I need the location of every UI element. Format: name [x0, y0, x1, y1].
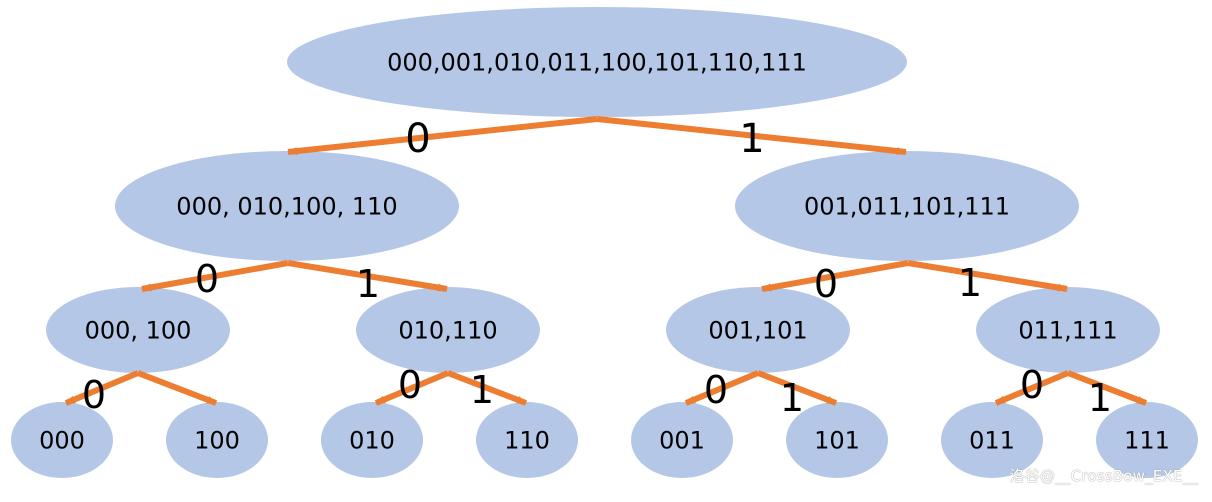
- edge-arrow-l2-a-to-leaf-000: [64, 370, 140, 406]
- edge-label-l2-b-to-leaf-110: 1: [470, 368, 494, 412]
- edge-label-l2-d-to-leaf-111: 1: [1088, 376, 1112, 420]
- node-label: 111: [1124, 427, 1170, 455]
- node-label: 011: [969, 427, 1015, 455]
- tree-node-leaf-110: 110: [476, 402, 578, 478]
- node-ellipse: [476, 402, 578, 478]
- edge-label-l1-left-to-l2-b: 1: [356, 262, 380, 306]
- node-label: 101: [814, 427, 860, 455]
- node-ellipse: [287, 7, 907, 117]
- node-label: 000, 010,100, 110: [176, 193, 397, 221]
- node-ellipse: [321, 402, 423, 478]
- nodes-layer: 000,001,010,011,100,101,110,111 000, 010,…: [11, 7, 1198, 478]
- node-ellipse: [735, 151, 1079, 261]
- node-label: 000,001,010,011,100,101,110,111: [387, 49, 807, 77]
- edge-label-l2-b-to-leaf-010: 0: [398, 363, 422, 407]
- node-ellipse: [976, 287, 1160, 373]
- edge-label-l1-right-to-l2-d: 1: [958, 261, 982, 305]
- edge-label-l1-right-to-l2-c: 0: [814, 262, 838, 306]
- edge-arrow-l1-left-to-l2-a: [141, 260, 289, 292]
- node-label: 010,110: [398, 317, 497, 345]
- edge-arrow-l2-d-to-leaf-111: [1066, 370, 1148, 406]
- edges-layer: [64, 116, 1148, 406]
- edge-arrow-l2-c-to-leaf-101: [756, 370, 838, 406]
- node-label: 001,101: [708, 317, 807, 345]
- node-ellipse: [941, 402, 1043, 478]
- edge-label-l2-a-to-leaf-000: 0: [82, 373, 106, 417]
- edge-arrow-l1-right-to-l2-c: [761, 260, 909, 292]
- edge-arrow-l1-left-to-l2-b: [287, 260, 448, 292]
- tree-node-l1-right: 001,011,101,111: [735, 151, 1079, 261]
- tree-node-l1-left: 000, 010,100, 110: [115, 151, 459, 261]
- tree-node-leaf-000: 000: [11, 402, 113, 478]
- node-ellipse: [166, 402, 268, 478]
- node-ellipse: [1096, 402, 1198, 478]
- edge-label-root-to-l1-left: 0: [405, 116, 430, 162]
- edge-arrow-l2-b-to-leaf-010: [374, 370, 450, 406]
- node-ellipse: [11, 402, 113, 478]
- tree-node-l2-b: 010,110: [356, 287, 540, 373]
- node-ellipse: [115, 151, 459, 261]
- node-label: 000, 100: [85, 317, 192, 345]
- node-label: 010: [349, 427, 395, 455]
- node-ellipse: [46, 287, 230, 373]
- node-label: 001,011,101,111: [804, 193, 1010, 221]
- tree-node-leaf-101: 101: [786, 402, 888, 478]
- edge-label-l1-left-to-l2-a: 0: [195, 257, 219, 301]
- edge-arrow-l1-right-to-l2-d: [907, 260, 1068, 292]
- edge-arrow-l2-b-to-leaf-110: [446, 370, 528, 406]
- node-label: 110: [504, 427, 550, 455]
- edge-label-l2-c-to-leaf-101: 1: [780, 376, 804, 420]
- node-ellipse: [786, 402, 888, 478]
- node-label: 001: [659, 427, 705, 455]
- edge-arrow-l2-a-to-leaf-100: [136, 370, 218, 406]
- tree-node-leaf-001: 001: [631, 402, 733, 478]
- edge-arrow-root-to-l1-left: [287, 116, 598, 156]
- tree-node-root: 000,001,010,011,100,101,110,111: [287, 7, 907, 117]
- edge-label-root-to-l1-right: 1: [739, 116, 764, 162]
- tree-node-leaf-111: 111: [1096, 402, 1198, 478]
- node-label: 011,111: [1018, 317, 1117, 345]
- node-ellipse: [631, 402, 733, 478]
- tree-node-leaf-011: 011: [941, 402, 1043, 478]
- edge-arrow-root-to-l1-right: [596, 116, 907, 156]
- tree-node-l2-c: 001,101: [666, 287, 850, 373]
- node-ellipse: [356, 287, 540, 373]
- node-label: 100: [194, 427, 240, 455]
- tree-node-leaf-010: 010: [321, 402, 423, 478]
- edge-arrow-l2-c-to-leaf-001: [684, 370, 760, 406]
- edge-label-l2-c-to-leaf-001: 0: [704, 368, 728, 412]
- edge-arrow-l2-d-to-leaf-011: [994, 370, 1070, 406]
- watermark: 洛谷@__CrossBow_EXE__: [1009, 467, 1198, 485]
- node-ellipse: [666, 287, 850, 373]
- edge-label-l2-d-to-leaf-011: 0: [1020, 363, 1044, 407]
- tree-node-l2-d: 011,111: [976, 287, 1160, 373]
- tree-node-leaf-100: 100: [166, 402, 268, 478]
- node-label: 000: [39, 427, 85, 455]
- tree-node-l2-a: 000, 100: [46, 287, 230, 373]
